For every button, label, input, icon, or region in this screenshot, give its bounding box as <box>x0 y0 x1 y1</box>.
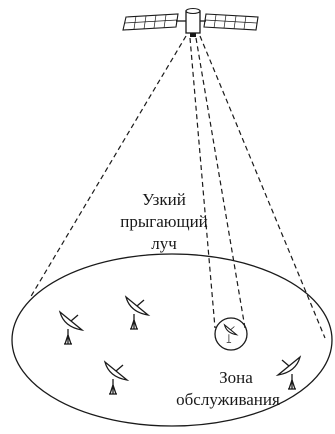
satellite-body <box>186 11 200 33</box>
beam-label-line2: прыгающий <box>120 212 208 231</box>
ground-antenna-icon <box>126 297 148 329</box>
zone-label-line1: Зона <box>219 368 253 387</box>
beam-label-line1: Узкий <box>142 190 186 209</box>
narrow-beam-left-edge <box>190 38 215 328</box>
ground-antenna-icon <box>278 357 300 389</box>
spot-antenna-icon <box>225 325 237 343</box>
satellite-icon <box>123 9 258 38</box>
beam-label-line3: луч <box>151 234 177 253</box>
left-solar-panel <box>123 14 178 30</box>
service-zone-ellipse <box>12 254 332 426</box>
narrow-beam-right-edge <box>196 38 245 328</box>
zone-label-line2: обслуживания <box>176 390 280 409</box>
ground-antenna-icon <box>60 312 82 344</box>
right-solar-panel <box>204 14 258 30</box>
ground-antenna-icon <box>105 362 127 394</box>
wide-beam-left-edge <box>30 36 186 298</box>
beam-spot-circle <box>215 318 247 350</box>
